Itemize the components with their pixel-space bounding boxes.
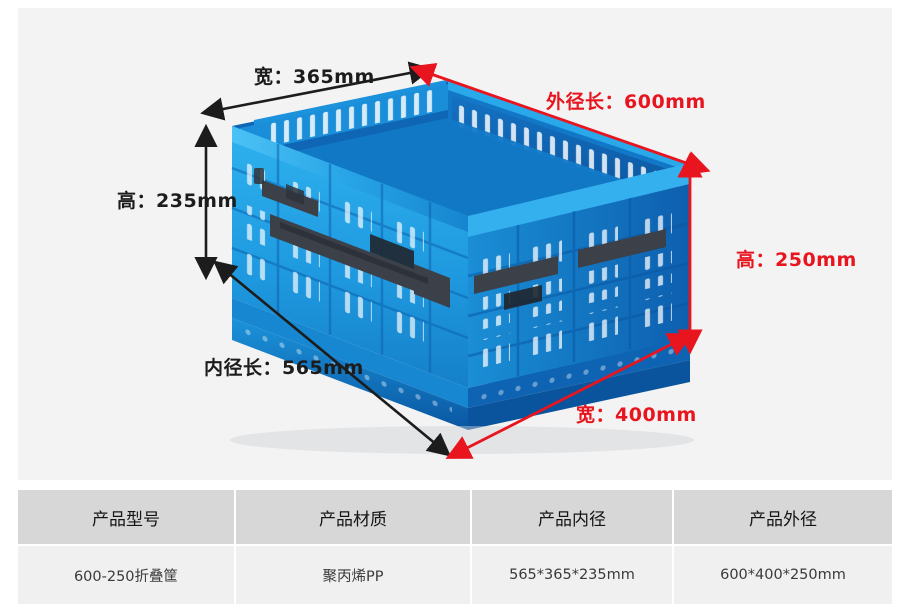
table-cell-model: 600-250折叠筐 [18,546,236,604]
dimension-label-outer-width: 宽：400mm [576,404,697,426]
dimension-label-inner-width: 宽：365mm [254,66,375,88]
table-header-model: 产品型号 [18,490,236,546]
table-cell-outer-dimensions: 600*400*250mm [674,546,892,604]
table-cell-inner-dimensions: 565*365*235mm [472,546,674,604]
table-cell-material: 聚丙烯PP [236,546,472,604]
table-header-row: 产品型号 产品材质 产品内径 产品外径 [18,490,892,546]
table-header-material: 产品材质 [236,490,472,546]
dimension-label-outer-length: 外径长：600mm [546,91,706,113]
dimension-label-inner-height: 高：235mm [117,190,238,212]
product-illustration: 宽：365mm 外径长：600mm 高：235mm 高：250mm 内径长：56… [18,8,892,480]
folding-crate-image [230,80,694,454]
specification-table: 产品型号 产品材质 产品内径 产品外径 600-250折叠筐 聚丙烯PP 565… [18,490,892,604]
table-header-inner-dimensions: 产品内径 [472,490,674,546]
dimension-label-inner-length: 内径长：565mm [204,357,364,379]
table-row: 600-250折叠筐 聚丙烯PP 565*365*235mm 600*400*2… [18,546,892,604]
dimension-label-outer-height: 高：250mm [736,249,857,271]
table-header-outer-dimensions: 产品外径 [674,490,892,546]
